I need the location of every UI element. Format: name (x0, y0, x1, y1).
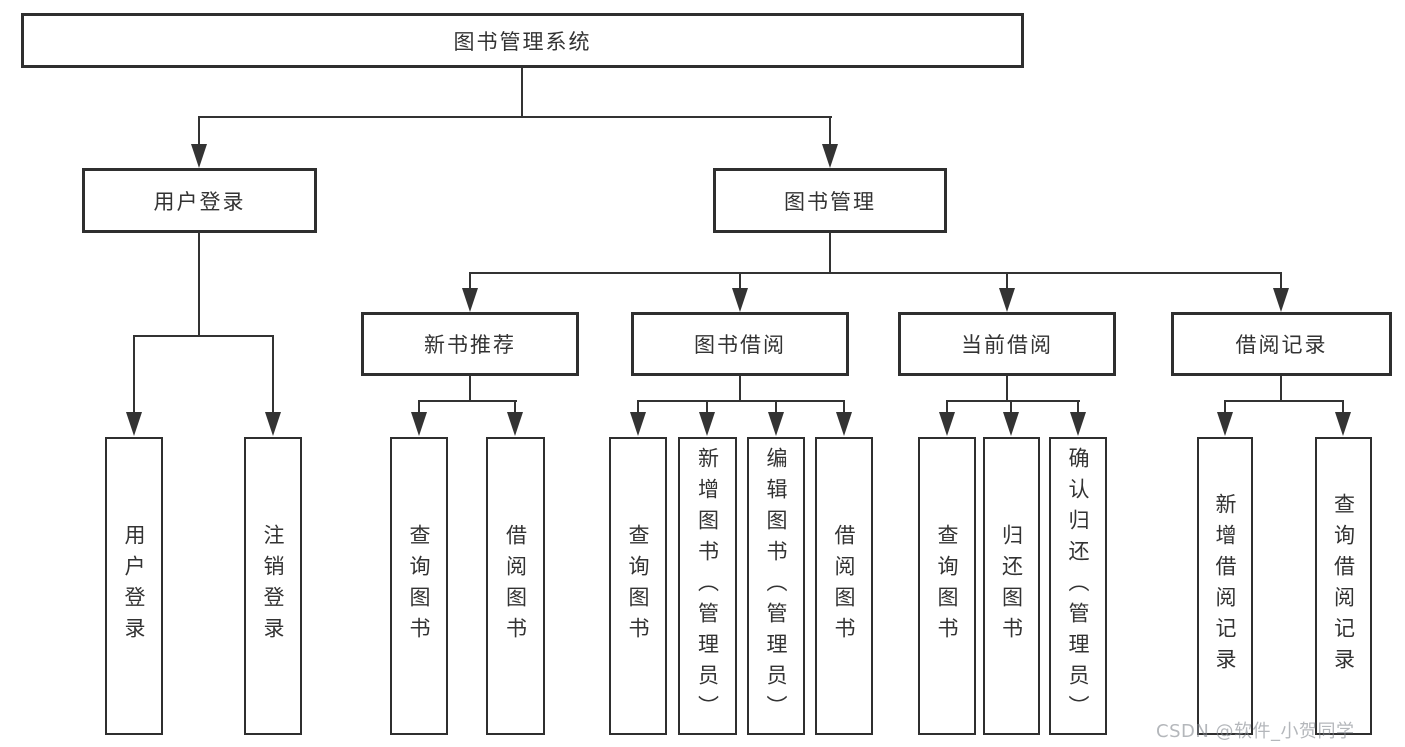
node-label: 编辑图书（管理员） (764, 446, 788, 726)
leaf-br-add-record: 新增借阅记录 (1197, 437, 1253, 735)
node-label: 图书管理 (784, 189, 876, 214)
leaf-logout-login: 注销登录 (244, 437, 302, 735)
connector-line (198, 116, 200, 146)
leaf-bb-add-books-admin: 新增图书（管理员） (678, 437, 737, 735)
node-current-borrowing: 当前借阅 (898, 312, 1116, 376)
connector-line (829, 116, 831, 146)
arrowhead-down-icon (265, 412, 281, 436)
connector-line (1280, 376, 1282, 402)
connector-line (829, 232, 831, 274)
arrowhead-down-icon (507, 412, 523, 436)
connector-line (521, 68, 523, 117)
connector-line (1280, 272, 1282, 290)
connector-line (198, 232, 200, 337)
connector-line (637, 400, 845, 402)
node-label: 图书管理系统 (453, 29, 592, 54)
arrowhead-down-icon (1003, 412, 1019, 436)
node-label: 查询图书 (407, 524, 431, 648)
connector-line (418, 400, 420, 413)
node-new-book-recommendation: 新书推荐 (361, 312, 579, 376)
node-label: 用户登录 (153, 189, 246, 214)
arrowhead-down-icon (1217, 412, 1233, 436)
arrowhead-down-icon (732, 288, 748, 312)
leaf-rec-borrow-books: 借阅图书 (486, 437, 545, 735)
leaf-cb-confirm-return-admin: 确认归还（管理员） (1049, 437, 1107, 735)
connector-line (946, 400, 948, 413)
node-user-login: 用户登录 (82, 168, 317, 233)
node-label: 归还图书 (999, 524, 1024, 648)
csdn-watermark: CSDN @软件_小贺同学 (1156, 721, 1355, 742)
connector-line (1006, 376, 1008, 402)
connector-line (272, 335, 274, 414)
connector-line (706, 400, 708, 413)
node-borrowing-records: 借阅记录 (1171, 312, 1392, 376)
node-library-management-system: 图书管理系统 (21, 13, 1024, 68)
arrowhead-down-icon (1273, 288, 1289, 312)
node-label: 借阅图书 (832, 524, 856, 648)
connector-line (133, 335, 135, 414)
connector-line (514, 400, 516, 413)
connector-line (775, 400, 777, 413)
connector-line (133, 335, 274, 337)
leaf-bb-query-books: 查询图书 (609, 437, 667, 735)
connector-line (469, 272, 1282, 274)
node-label: 新书推荐 (424, 333, 516, 357)
leaf-cb-return-books: 归还图书 (983, 437, 1040, 735)
leaf-bb-borrow-books: 借阅图书 (815, 437, 873, 735)
connector-line (946, 400, 1080, 402)
connector-line (1006, 272, 1008, 290)
arrowhead-down-icon (999, 288, 1015, 312)
node-book-management: 图书管理 (713, 168, 947, 233)
node-label: 新增借阅记录 (1213, 493, 1237, 679)
leaf-rec-query-books: 查询图书 (390, 437, 448, 735)
connector-line (843, 400, 845, 413)
arrowhead-down-icon (191, 144, 207, 168)
node-label: 借阅图书 (503, 524, 528, 648)
node-label: 借阅记录 (1235, 333, 1328, 357)
connector-line (1010, 400, 1012, 413)
connector-line (469, 376, 471, 402)
arrowhead-down-icon (1070, 412, 1086, 436)
node-label: 图书借阅 (694, 333, 786, 357)
leaf-cb-query-books: 查询图书 (918, 437, 976, 735)
connector-line (418, 400, 517, 402)
node-label: 当前借阅 (961, 333, 1053, 357)
arrowhead-down-icon (126, 412, 142, 436)
node-label: 查询借阅记录 (1331, 493, 1356, 679)
node-label: 注销登录 (261, 524, 285, 648)
node-label: 查询图书 (935, 524, 959, 648)
node-label: 用户登录 (122, 524, 146, 648)
node-label: 查询图书 (626, 524, 650, 648)
leaf-br-query-record: 查询借阅记录 (1315, 437, 1372, 735)
connector-line (1224, 400, 1226, 413)
arrowhead-down-icon (462, 288, 478, 312)
node-book-borrowing: 图书借阅 (631, 312, 849, 376)
arrowhead-down-icon (836, 412, 852, 436)
connector-line (198, 116, 832, 118)
leaf-bb-edit-books-admin: 编辑图书（管理员） (747, 437, 805, 735)
connector-line (1224, 400, 1344, 402)
arrowhead-down-icon (939, 412, 955, 436)
arrowhead-down-icon (630, 412, 646, 436)
arrowhead-down-icon (411, 412, 427, 436)
arrowhead-down-icon (1335, 412, 1351, 436)
connector-line (1342, 400, 1344, 413)
node-label: 新增图书（管理员） (695, 446, 720, 726)
connector-line (1077, 400, 1079, 413)
connector-line (739, 376, 741, 402)
arrowhead-down-icon (822, 144, 838, 168)
connector-line (469, 272, 471, 290)
leaf-user-login: 用户登录 (105, 437, 163, 735)
arrowhead-down-icon (768, 412, 784, 436)
connector-line (739, 272, 741, 290)
arrowhead-down-icon (699, 412, 715, 436)
node-label: 确认归还（管理员） (1066, 446, 1090, 726)
connector-line (637, 400, 639, 413)
